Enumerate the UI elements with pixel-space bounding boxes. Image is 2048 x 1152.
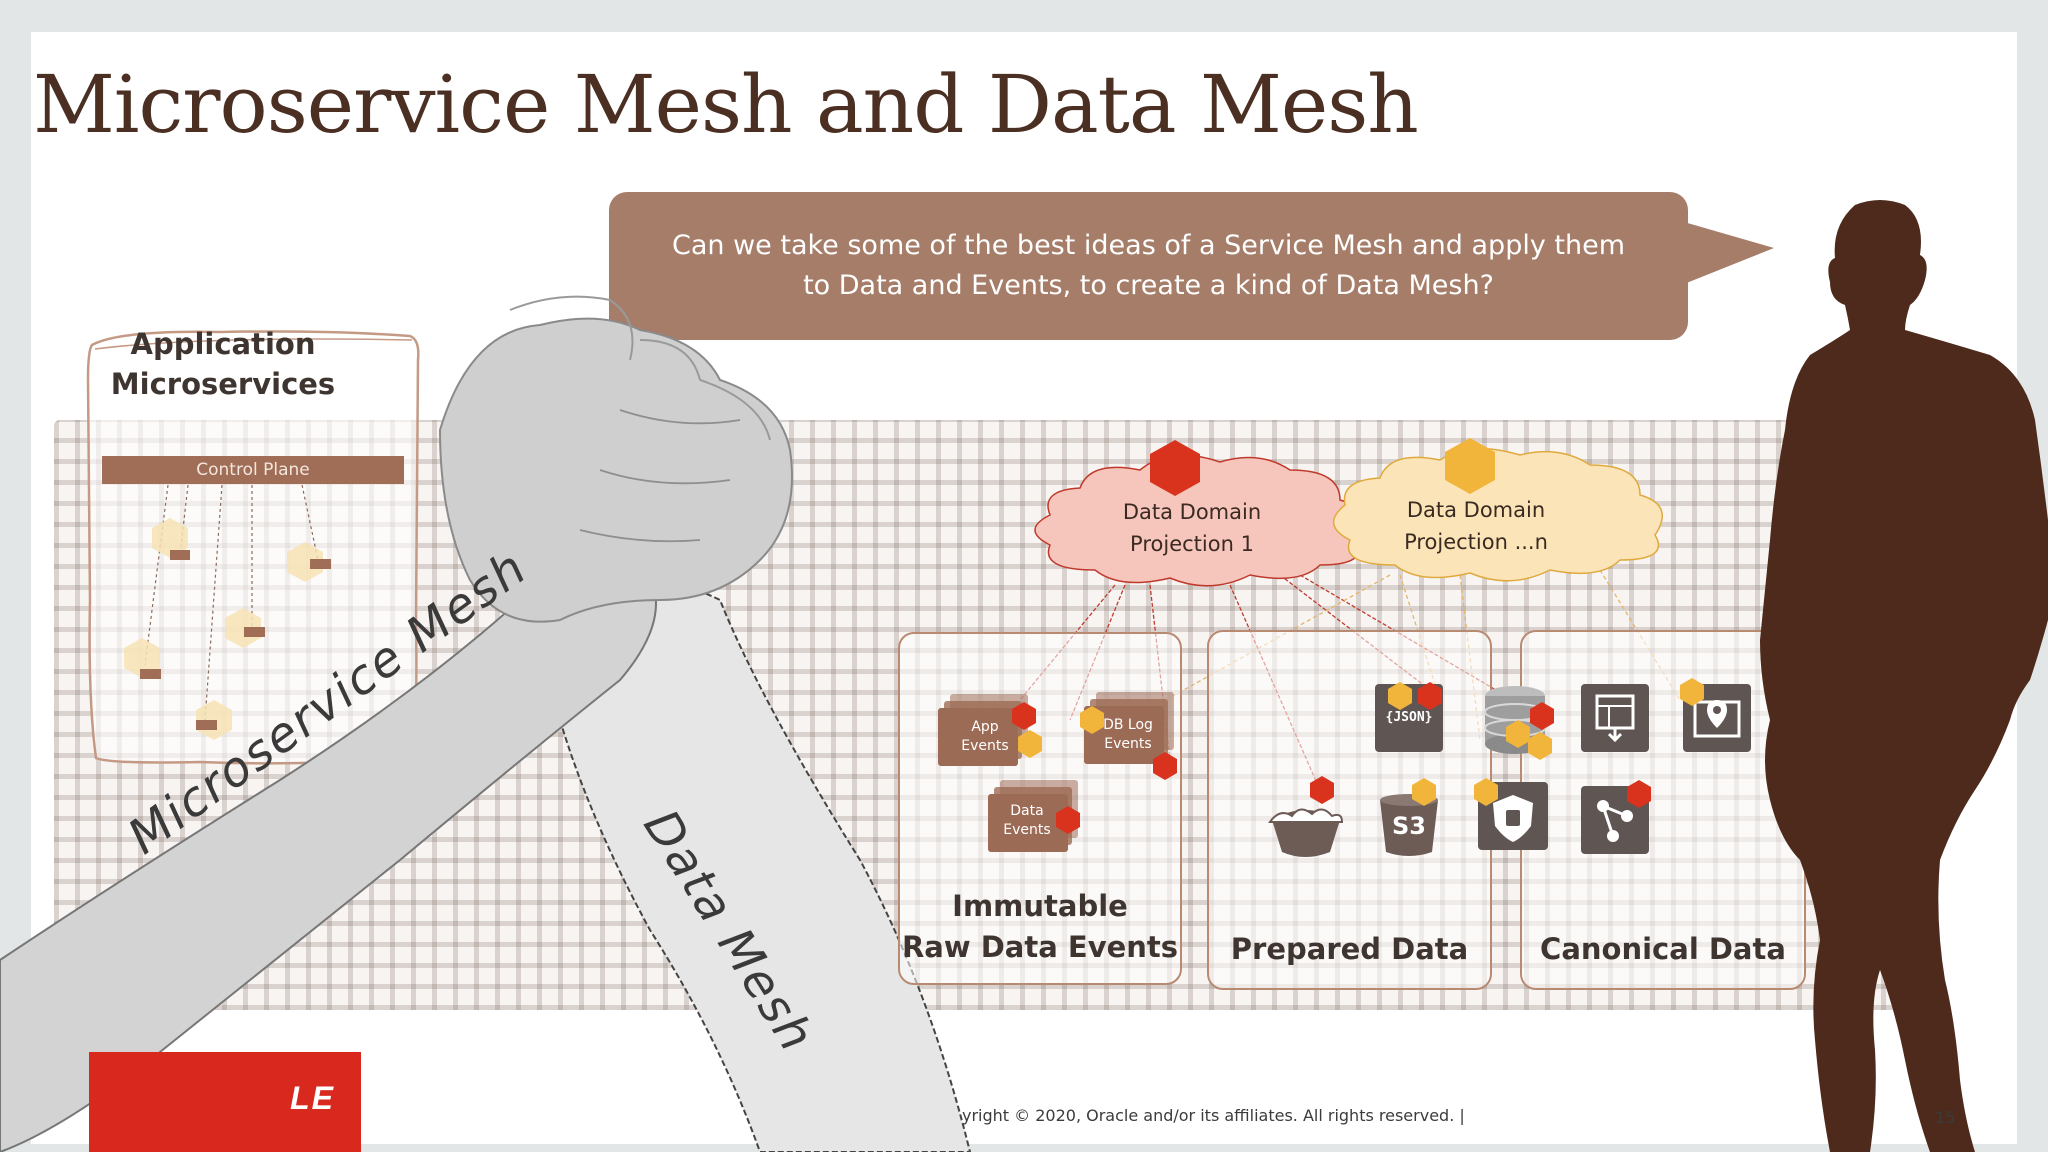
canonical-panel-label: Canonical Data [1540,932,1786,966]
cloud-projection-n: Data Domain Projection ...n [1376,494,1576,558]
data-events-line2: Events [1003,822,1051,838]
table-download-icon-glyph [1595,694,1635,743]
data-lake-icon [1268,808,1344,857]
speech-bubble: Can we take some of the best ideas of a … [609,192,1688,340]
cloud-1-line2: Projection 1 [1130,532,1254,556]
slide-title: Microservice Mesh and Data Mesh [33,58,1419,151]
table-download-icon [1581,684,1649,752]
app-box-title-line1: Application [130,327,316,361]
map-location-icon-glyph [1693,700,1741,738]
speech-bubble-text: Can we take some of the best ideas of a … [671,230,1626,301]
app-events-line2: Events [961,738,1009,754]
json-icon-label: {JSON} [1385,710,1433,725]
raw-panel-label-line1: Immutable [952,889,1128,923]
dblog-line2: Events [1104,736,1152,752]
cloud-projection-1: Data Domain Projection 1 [1092,496,1292,560]
s3-label: S3 [1392,812,1426,840]
app-events-doc: App Events [950,718,1020,756]
copyright-text: yright © 2020, Oracle and/or its affilia… [962,1106,1465,1125]
app-events-line1: App [971,719,999,735]
dblog-events-doc: DB Log Events [1093,716,1163,754]
cloud-n-line2: Projection ...n [1404,530,1548,554]
app-box-title: Application Microservices [60,324,386,404]
prepared-panel-label: Prepared Data [1230,932,1469,966]
raw-panel-label-line2: Raw Data Events [901,930,1179,964]
dblog-line1: DB Log [1103,717,1153,733]
raw-panel-label: Immutable Raw Data Events [900,886,1180,968]
graph-nodes-icon-glyph [1597,800,1633,842]
speech-bubble-tail [1684,222,1774,284]
data-events-line1: Data [1010,803,1044,819]
cloud-1-line1: Data Domain [1122,500,1262,524]
cloud-n-line1: Data Domain [1406,498,1546,522]
data-events-doc: Data Events [992,802,1062,840]
oracle-logo-fragment: LE [290,1080,335,1116]
page-number: 15 [1935,1108,1956,1127]
oracle-logo-block: LE [89,1052,361,1152]
app-box-content: Application Microservices [60,302,386,730]
control-plane-bar: Control Plane [102,456,404,484]
app-box-title-line2: Microservices [110,367,336,401]
map-location-icon [1683,684,1751,752]
